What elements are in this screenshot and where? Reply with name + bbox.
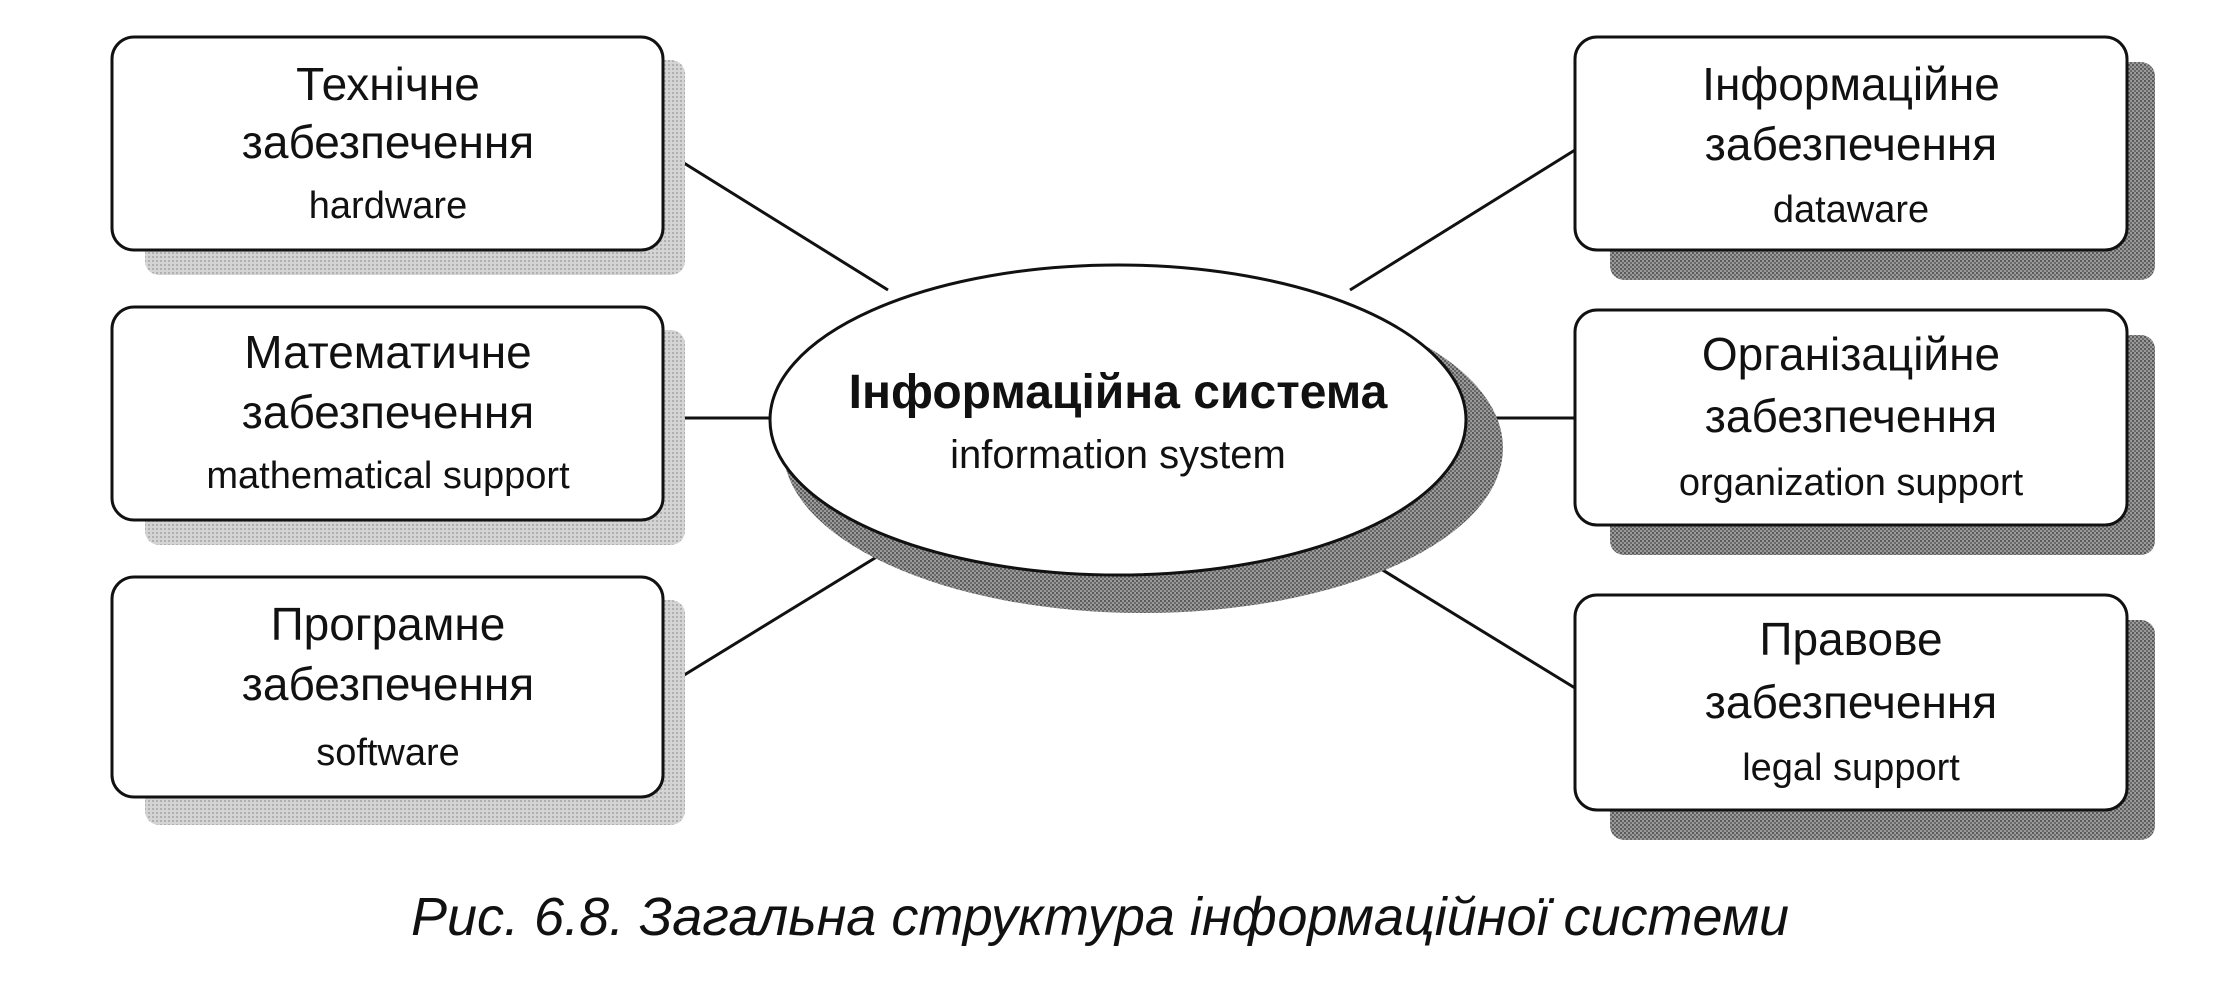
center-ellipse bbox=[768, 263, 1468, 577]
node-organization: Організаційне забезпечення organization … bbox=[1573, 308, 2155, 555]
node-label-line2: забезпечення bbox=[242, 116, 534, 168]
node-label-line2: забезпечення bbox=[1705, 118, 1997, 170]
node-label-line1: Правове bbox=[1759, 613, 1942, 665]
node-label-line2: забезпечення bbox=[242, 658, 534, 710]
node-label-english: mathematical support bbox=[206, 455, 570, 497]
center-title: Інформаційна система bbox=[849, 366, 1388, 419]
node-hardware: Технічне забезпечення hardware bbox=[110, 35, 685, 275]
node-dataware: Інформаційне забезпечення dataware bbox=[1573, 35, 2155, 280]
connector-legal bbox=[1349, 548, 1576, 690]
node-label-english: organization support bbox=[1679, 462, 2024, 504]
node-software: Програмне забезпечення software bbox=[110, 575, 685, 825]
node-label-english: hardware bbox=[309, 185, 467, 227]
connectors bbox=[662, 148, 1576, 690]
node-label-line1: Інформаційне bbox=[1702, 58, 2000, 110]
node-mathematical: Математичне забезпечення mathematical su… bbox=[110, 305, 685, 545]
node-label-english: dataware bbox=[1773, 189, 1929, 231]
node-label-line1: Технічне bbox=[296, 58, 480, 110]
node-box bbox=[110, 305, 665, 522]
node-label-line1: Математичне bbox=[244, 326, 531, 378]
node-label-line2: забезпечення bbox=[1705, 390, 1997, 442]
node-label-english: software bbox=[316, 732, 460, 774]
node-label-line2: забезпечення bbox=[1705, 676, 1997, 728]
node-box bbox=[110, 35, 665, 252]
node-legal: Правове забезпечення legal support bbox=[1573, 593, 2155, 840]
node-label-english: legal support bbox=[1742, 747, 1960, 789]
center-subtitle: information system bbox=[950, 433, 1286, 477]
node-box bbox=[1573, 35, 2129, 252]
figure-caption: Рис. 6.8. Загальна структура інформаційн… bbox=[411, 887, 1789, 947]
node-label-line1: Організаційне bbox=[1702, 328, 2000, 380]
node-box bbox=[1573, 593, 2129, 812]
connector-software bbox=[662, 548, 889, 690]
center-node: Інформаційна система information system bbox=[768, 263, 1503, 613]
node-label-line1: Програмне bbox=[271, 598, 506, 650]
node-label-line2: забезпечення bbox=[242, 386, 534, 438]
node-box bbox=[1573, 308, 2129, 527]
connector-hardware bbox=[662, 148, 889, 292]
connector-dataware bbox=[1349, 148, 1576, 292]
node-box bbox=[110, 575, 665, 799]
